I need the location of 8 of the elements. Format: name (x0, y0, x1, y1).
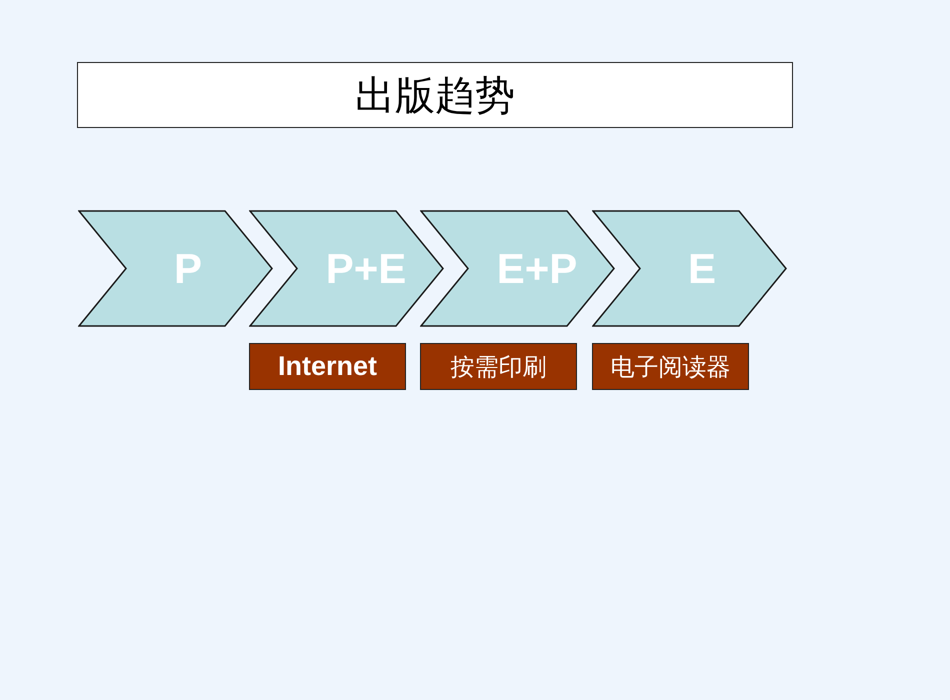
chevron-label: P+E (326, 248, 406, 290)
chevron-label: E+P (496, 248, 578, 290)
chevron-label: E (688, 248, 716, 290)
title: 出版趋势 (77, 62, 793, 128)
category-tag: Internet (249, 343, 406, 390)
category-tag: 电子阅读器 (592, 343, 749, 390)
category-tag: 按需印刷 (420, 343, 577, 390)
chevron-label: P (174, 248, 202, 290)
